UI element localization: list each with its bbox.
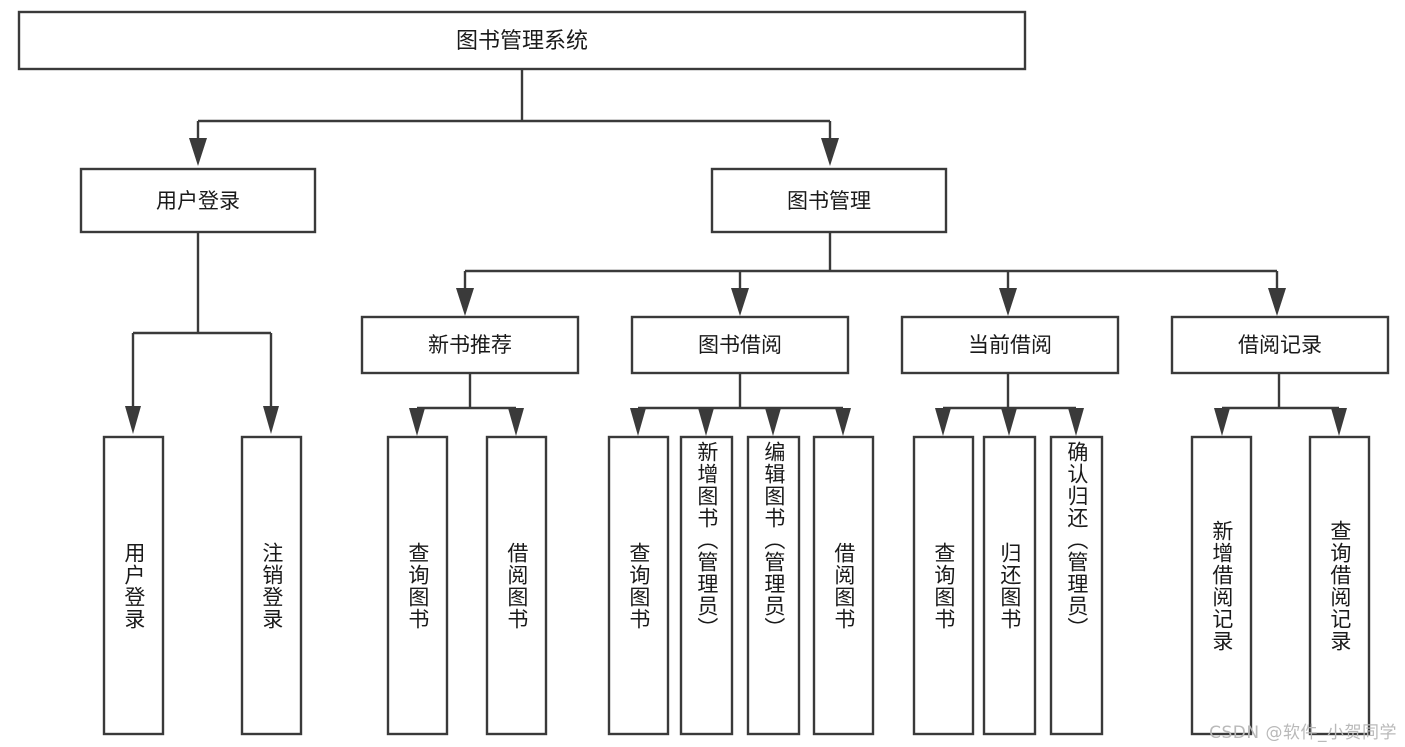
arrow-head-book-borrow <box>731 288 749 316</box>
arrow-head-leaf-edit-book <box>765 408 781 436</box>
node-user-login[interactable]: 用户登录 <box>79 167 317 234</box>
node-leaf-query-record-box[interactable] <box>1308 435 1371 736</box>
node-user-login-label: 用户登录 <box>156 189 240 213</box>
node-leaf-return-book-box[interactable] <box>982 435 1037 736</box>
connectors-book-borrow-to-leaves <box>630 373 851 436</box>
node-current-borrow-label: 当前借阅 <box>968 333 1052 357</box>
arrow-head-borrow-record <box>1268 288 1286 316</box>
node-root[interactable]: 图书管理系统 <box>17 10 1027 71</box>
node-current-borrow-box[interactable] <box>900 315 1120 375</box>
arrow-head-leaf-confirm-return <box>1068 408 1084 436</box>
arrow-head-leaf-return-book <box>1001 408 1017 436</box>
arrow-head-current-borrow <box>999 288 1017 316</box>
node-leaf-query-book-1-box[interactable] <box>386 435 449 736</box>
leaf-boxes <box>102 435 1371 736</box>
arrow-head-leaf-query-book-1 <box>409 408 425 436</box>
arrow-head-leaf-add-book <box>698 408 714 436</box>
arrow-head-new-book-recommend <box>456 288 474 316</box>
node-leaf-confirm-return-box[interactable] <box>1049 435 1104 736</box>
arrow-head-leaf-borrow-book-1 <box>508 408 524 436</box>
node-book-borrow-box[interactable] <box>630 315 850 375</box>
node-current-borrow[interactable]: 当前借阅 <box>900 315 1120 375</box>
node-leaf-add-book-box[interactable] <box>679 435 734 736</box>
arrow-head-leaf-query-record <box>1331 408 1347 436</box>
arrow-head-leaf-logout-login <box>263 406 279 434</box>
connectors-root-to-level2 <box>189 69 839 166</box>
arrow-head-leaf-query-book-2 <box>630 408 646 436</box>
node-leaf-edit-book-box[interactable] <box>746 435 801 736</box>
connectors-new-book-recommend-to-leaves <box>409 373 524 436</box>
connectors-current-borrow-to-leaves <box>935 373 1084 436</box>
connectors-user-login-to-leaves <box>125 232 279 434</box>
node-new-book-recommend[interactable]: 新书推荐 <box>360 315 580 375</box>
node-new-book-recommend-box[interactable] <box>360 315 580 375</box>
arrow-head-leaf-borrow-book-2 <box>835 408 851 436</box>
node-root-box[interactable] <box>17 10 1027 71</box>
node-leaf-query-book-3-box[interactable] <box>912 435 975 736</box>
node-book-manage[interactable]: 图书管理 <box>710 167 948 234</box>
node-leaf-query-book-2-box[interactable] <box>607 435 670 736</box>
node-book-borrow[interactable]: 图书借阅 <box>630 315 850 375</box>
node-book-borrow-label: 图书借阅 <box>698 333 782 357</box>
arrow-head-leaf-user-login <box>125 406 141 434</box>
node-leaf-add-record-box[interactable] <box>1190 435 1253 736</box>
node-new-book-recommend-label: 新书推荐 <box>428 333 512 357</box>
node-book-manage-box[interactable] <box>710 167 948 234</box>
watermark-text: CSDN @软件_小贺同学 <box>1209 723 1397 743</box>
arrow-head-leaf-add-record <box>1214 408 1230 436</box>
node-borrow-record-label: 借阅记录 <box>1238 333 1322 357</box>
connectors-book-manage-to-level3 <box>456 232 1286 316</box>
node-borrow-record-box[interactable] <box>1170 315 1390 375</box>
connectors-borrow-record-to-leaves <box>1214 373 1347 436</box>
arrow-head-book-manage <box>821 138 839 166</box>
node-leaf-borrow-book-2-box[interactable] <box>812 435 875 736</box>
node-user-login-box[interactable] <box>79 167 317 234</box>
arrow-head-leaf-query-book-3 <box>935 408 951 436</box>
arrow-head-user-login <box>189 138 207 166</box>
node-root-label: 图书管理系统 <box>456 29 588 54</box>
node-borrow-record[interactable]: 借阅记录 <box>1170 315 1390 375</box>
node-leaf-borrow-book-1-box[interactable] <box>485 435 548 736</box>
node-leaf-logout-login-box[interactable] <box>240 435 303 736</box>
node-leaf-user-login-box[interactable] <box>102 435 165 736</box>
node-book-manage-label: 图书管理 <box>787 189 871 213</box>
